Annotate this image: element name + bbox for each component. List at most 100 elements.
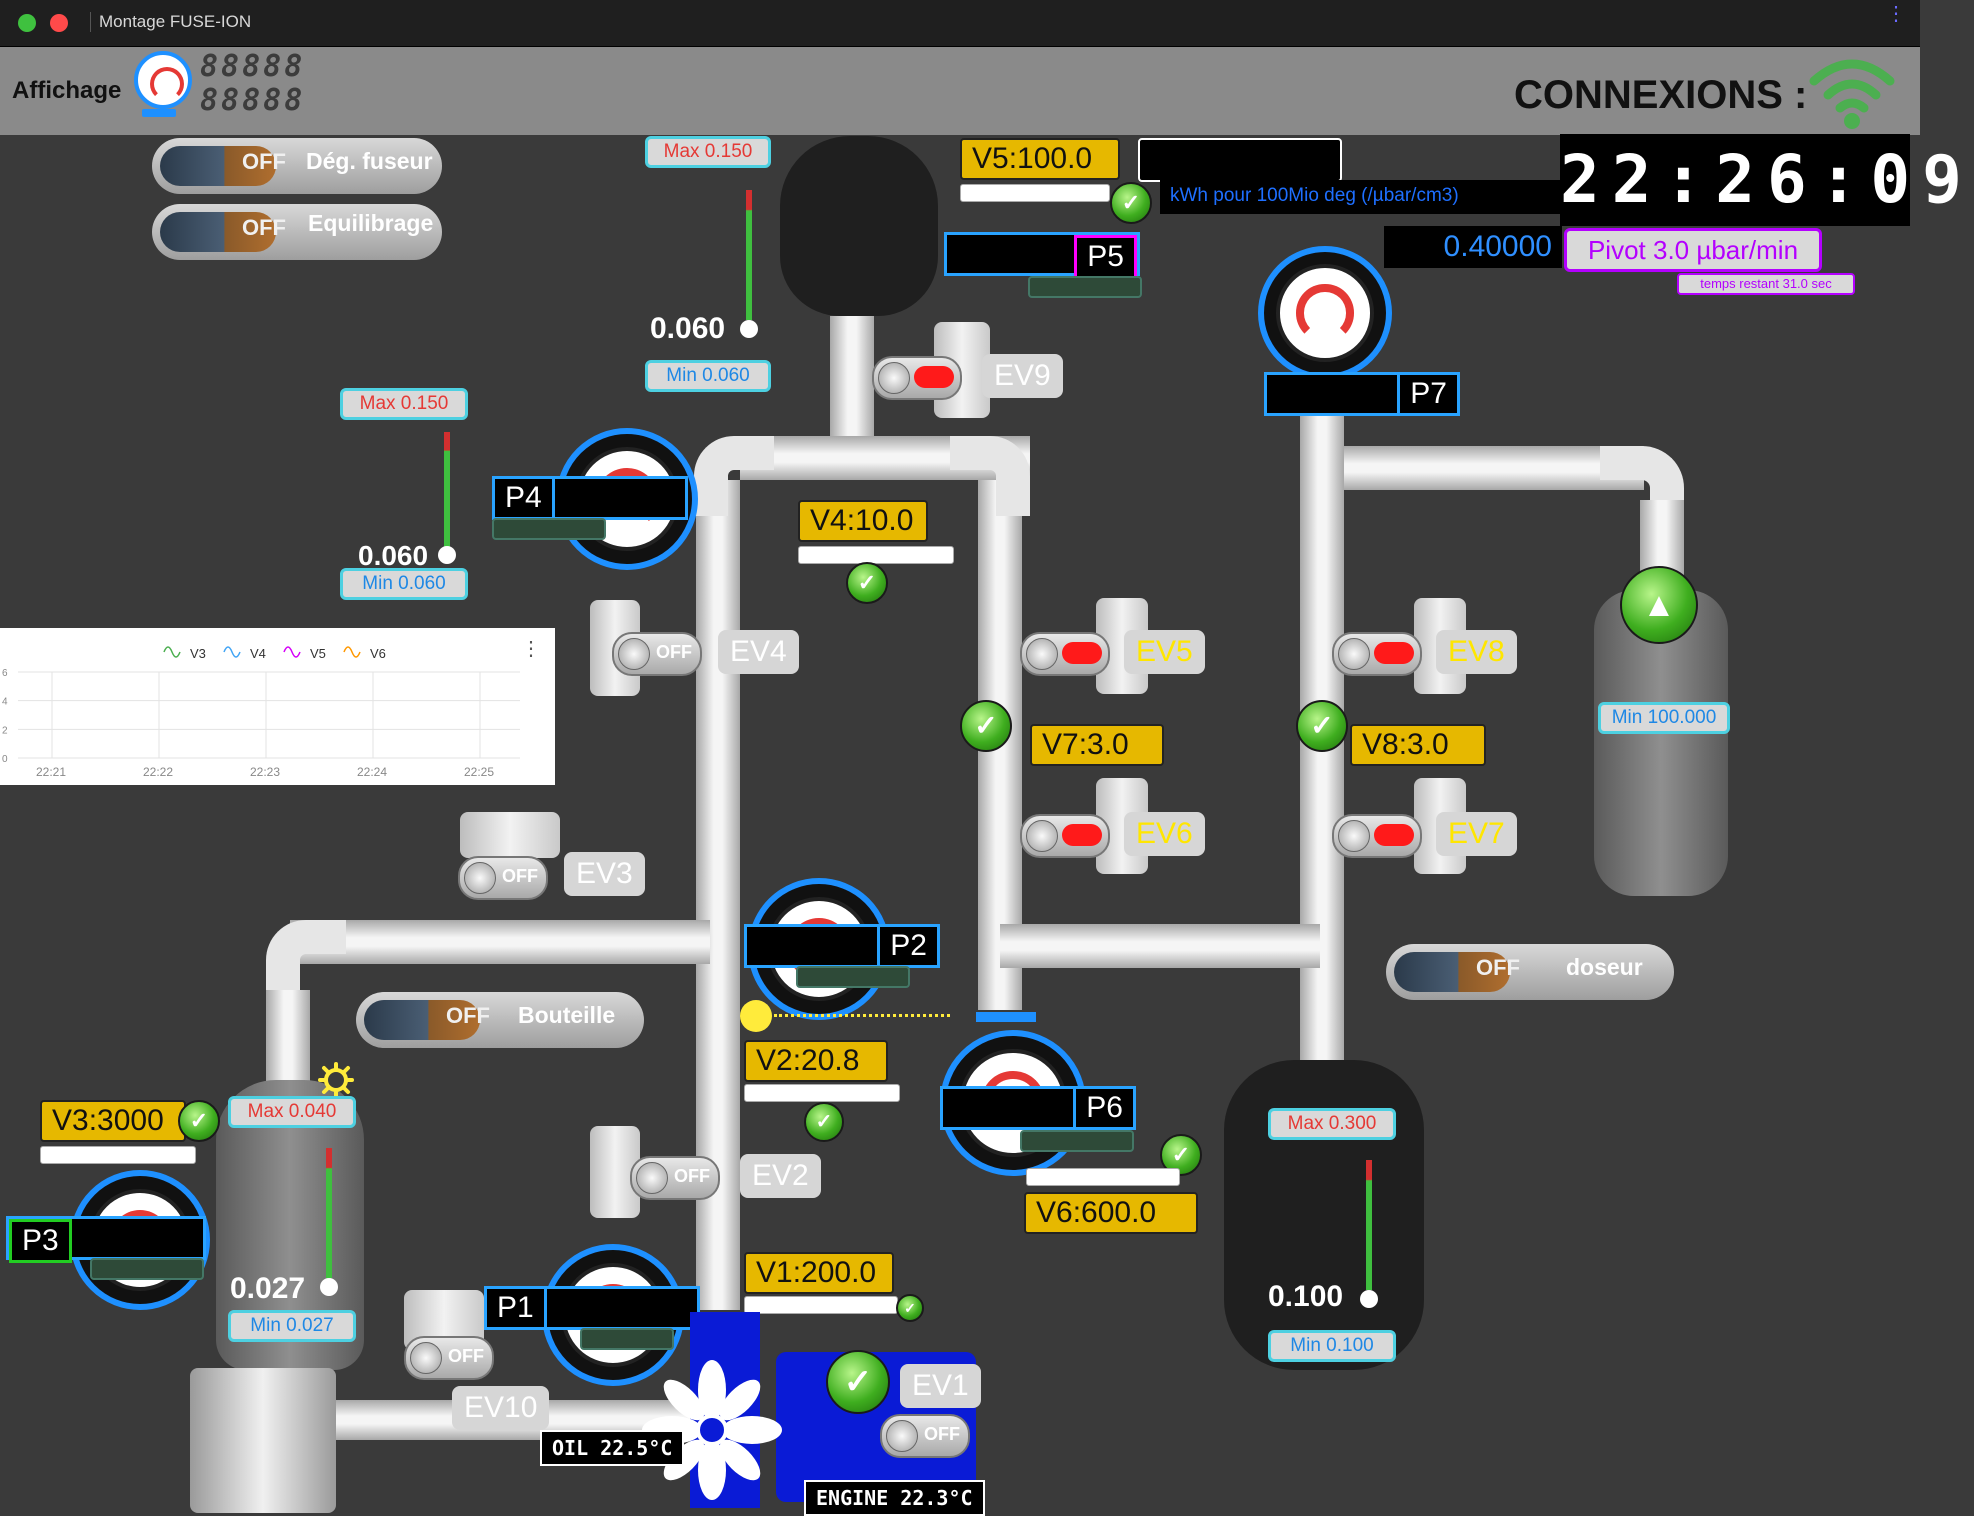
chart-x-tick: 22:25 [464,765,494,779]
tank-left-level-bar [444,432,450,552]
switch-doseur[interactable]: OFF doseur [1386,944,1674,1000]
gear-icon[interactable] [318,1062,354,1098]
v2-check-icon: ✓ [804,1102,844,1142]
trend-chart-svg: 0 2 4 6 22:21 22:22 22:23 22:24 22:25 V3 V4 V5 V6 [2,646,520,779]
ev8-switch[interactable] [1332,632,1422,676]
ev9-switch[interactable] [872,356,962,400]
valve-v4-label: V4:10.0 [798,500,928,542]
switch-deg-fuseur[interactable]: OFF Dég. fuseur [152,138,442,194]
tank-bottom-right [1224,1060,1424,1370]
v5-check-icon: ✓ [1110,182,1152,224]
pipe-mid-horizontal [1000,924,1320,968]
tank-top-value: 0.060 [650,312,726,345]
v8-check-icon: ✓ [1296,700,1348,752]
switch-equilibrage[interactable]: OFF Equilibrage [152,204,442,260]
chart-y-tick: 0 [2,754,8,765]
chart-legend-label: V6 [370,646,386,661]
fan-icon [642,1360,782,1500]
ev3-label: EV3 [564,852,645,896]
valve-v1-bar [744,1296,898,1314]
tank-left-value: 0.060 [358,540,429,571]
ev2-label: EV2 [740,1154,821,1198]
pipe-top-tank [830,316,874,436]
chart-legend-swatch [283,646,301,658]
gauge-p6-cap [976,1012,1036,1022]
maximize-dot-icon[interactable] [18,14,36,32]
connexions-label: CONNEXIONS : [1514,73,1808,117]
engine-temp-readout: ENGINE 22.3°C [804,1480,985,1516]
p1-sub-bar [580,1328,674,1350]
chart-y-tick: 6 [2,668,8,679]
gauge-logo-icon[interactable] [134,51,192,109]
valve-v7-label: V7:3.0 [1030,724,1164,766]
pipe-elbow-tl [694,436,774,516]
p7-readout: P7 [1264,372,1460,416]
chart-legend-label: V5 [310,646,326,661]
tank-top [780,136,938,316]
ev7-switch[interactable] [1332,814,1422,858]
p6-readout: P6 [940,1086,1136,1130]
ev5-switch[interactable] [1020,632,1110,676]
switch-bouteille[interactable]: OFF Bouteille [356,992,644,1048]
ev2-switch[interactable]: OFF [630,1156,720,1200]
v5-input[interactable] [1138,138,1342,182]
tank-right-min: Min 100.000 [1598,702,1730,734]
chart-x-tick: 22:21 [36,765,66,779]
p1-readout: P1 [484,1286,700,1330]
chart-legend-swatch [163,646,181,658]
ev1-switch[interactable]: OFF [880,1414,970,1458]
chart-x-tick: 22:23 [250,765,280,779]
tank-top-level-knob [740,320,758,338]
chart-menu-icon[interactable]: ⋮ [521,638,541,660]
valve-v5-bar [960,184,1110,202]
p3-sub-bar [90,1258,204,1280]
tank-bottom-right-level-knob [1360,1290,1378,1308]
pipe-left-down [266,990,310,1090]
title-bar: Montage FUSE-ION ⋮ [0,0,1920,47]
tank-bottom-right-max: Max 0.300 [1268,1108,1396,1140]
siren-icon: ▲ [1620,566,1698,644]
p6-sub-bar [1020,1130,1134,1152]
chart-x-tick: 22:24 [357,765,387,779]
pivot-value: 0.40000 [1384,226,1562,268]
chart-y-tick: 2 [2,725,8,736]
trend-chart[interactable]: 0 2 4 6 22:21 22:22 22:23 22:24 22:25 V3 V4 V5 V6 ⋮ [0,628,555,785]
valve-v3-label: V3:3000 [40,1100,186,1142]
clock-display: 22:26:09 [1560,134,1962,226]
chart-legend-swatch [343,646,361,658]
menu-kebab-icon[interactable]: ⋮ [1886,3,1906,25]
valve-v3-bar [40,1146,196,1164]
p4-readout: P4 [492,476,688,520]
ev8-label: EV8 [1436,630,1517,674]
ev3-switch[interactable]: OFF [458,856,548,900]
p4-sub-bar [492,518,606,540]
tank-bottom-left-value: 0.027 [230,1272,306,1305]
chart-legend-label: V3 [190,646,206,661]
tank-left-max: Max 0.150 [340,388,468,420]
pipe-left-horizontal [290,920,710,964]
chart-y-tick: 4 [2,697,8,708]
valve-v5-label: V5:100.0 [960,138,1120,180]
ev4-switch[interactable]: OFF [612,632,702,676]
yellow-marker[interactable] [740,1000,772,1032]
chart-x-tick: 22:22 [143,765,173,779]
v4-check-icon: ✓ [846,562,888,604]
tank-left-min: Min 0.060 [340,568,468,600]
chart-legend-label: V4 [250,646,266,661]
ev10-switch[interactable]: OFF [404,1336,494,1380]
turbo-pump [190,1368,336,1513]
tank-top-level-bar [746,190,752,320]
tank-bottom-left-max: Max 0.040 [228,1096,356,1128]
window-title: Montage FUSE-ION [90,12,251,32]
gauge-logo-base [142,109,176,117]
tank-bottom-left-level-knob [320,1278,338,1296]
segment-display-top: 88888 [200,49,306,84]
ev6-switch[interactable] [1020,814,1110,858]
pipe-right-horizontal [1344,446,1644,490]
close-dot-icon[interactable] [50,14,68,32]
ev7-label: EV7 [1436,812,1517,856]
pipe-elbow-right [1600,446,1684,530]
tank-bottom-right-min: Min 0.100 [1268,1330,1396,1362]
p5-sub-bar [1028,276,1142,298]
pivot-button[interactable]: Pivot 3.0 µbar/min [1564,228,1822,272]
